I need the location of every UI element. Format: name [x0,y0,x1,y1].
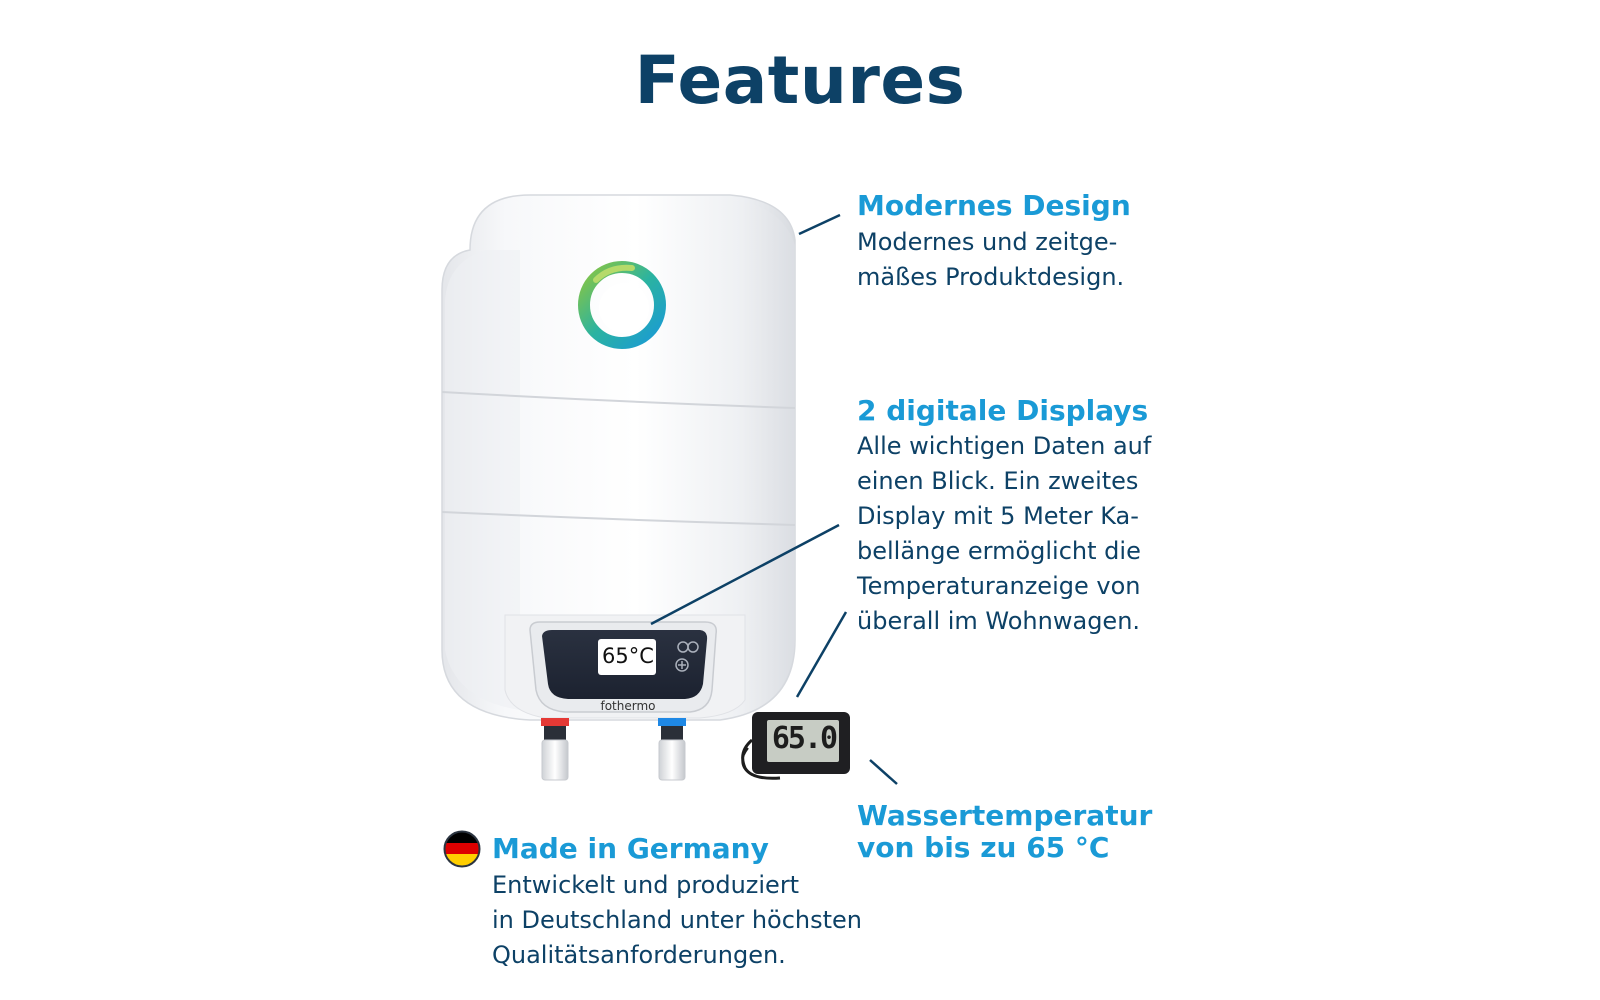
text-line: mäßes Produktdesign. [857,263,1125,291]
feature-heading-made-in-germany: Made in Germany [492,832,769,865]
text-line: in Deutschland unter höchsten [492,906,863,934]
text-line: Entwickelt und produziert [492,871,800,899]
text-line: bellänge ermöglicht die [857,537,1141,565]
feature-heading-modern-design: Modernes Design [857,189,1131,222]
text-line: überall im Wohnwagen. [857,607,1141,635]
text-line: Temperaturanzeige von [857,572,1141,600]
remote-thermometer [741,712,850,780]
germany-flag-icon [443,830,481,868]
page-title: Features [634,42,966,119]
boiler-display-value: 65°C [602,644,654,668]
feature-text-made-in-germany: Entwickelt und produziert in Deutschland… [492,868,862,973]
text-line: Display mit 5 Meter Ka- [857,502,1139,530]
feature-heading-water-temp: Wassertemperatur von bis zu 65 °C [857,800,1152,864]
heading-line: von bis zu 65 °C [857,831,1110,864]
heading-line: Wassertemperatur [857,799,1153,832]
water-pipes [541,718,686,781]
feature-text-displays: Alle wichtigen Daten auf einen Blick. Ei… [857,429,1151,639]
text-line: Alle wichtigen Daten auf [857,432,1152,460]
text-line: Qualitätsanforderungen. [492,941,786,969]
brand-label: fothermo [600,699,656,713]
text-line: einen Blick. Ein zweites [857,467,1139,495]
feature-heading-displays: 2 digitale Displays [857,394,1149,427]
control-panel [529,621,718,713]
feature-text-modern-design: Modernes und zeitge- mäßes Produktdesign… [857,225,1124,295]
callout-lines [650,213,898,785]
swirl-logo-icon [578,261,666,349]
remote-display-value: 65.0 [771,721,838,756]
text-line: Modernes und zeitge- [857,228,1118,256]
